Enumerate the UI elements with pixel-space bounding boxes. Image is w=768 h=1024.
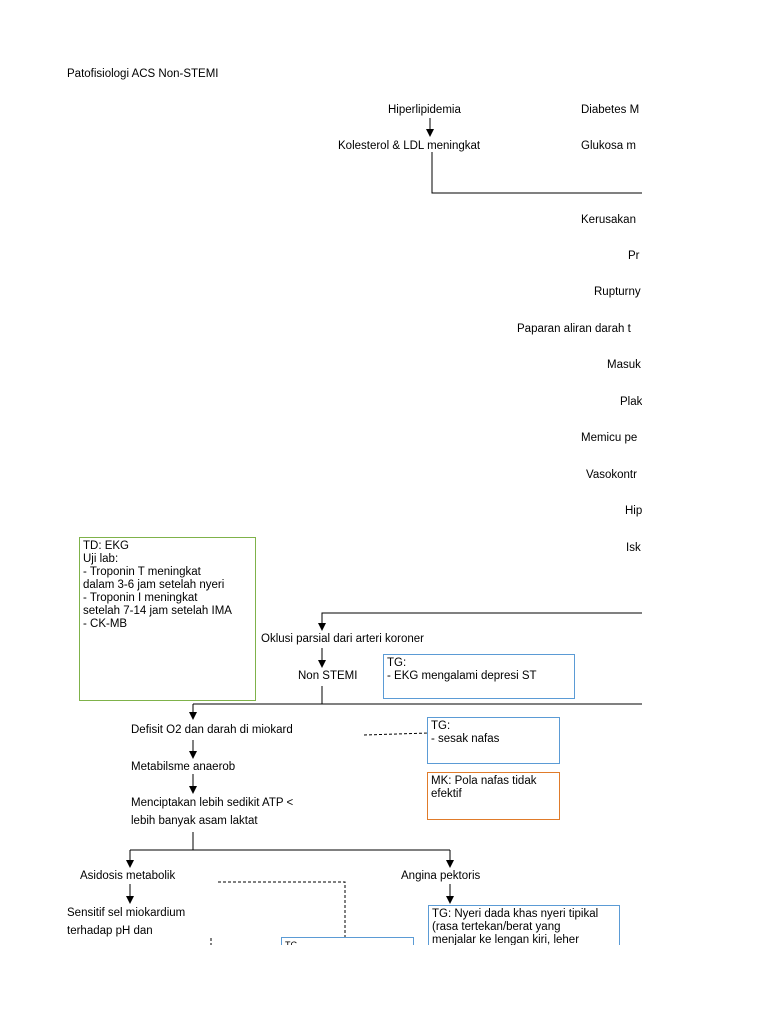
node-atp-line1: Menciptakan lebih sedikit ATP < [131,797,294,809]
node-isk: Isk [626,542,641,554]
box-td-line: - Troponin I meningkat [83,592,198,604]
box-tg-sesak-line: TG: [431,720,451,732]
node-hiperlipidemia: Hiperlipidemia [388,104,461,116]
box-td-line: TD: EKG [83,540,130,552]
box-tg-sesak-line: - sesak nafas [431,733,500,745]
node-kerusakan: Kerusakan [581,214,636,226]
node-angina: Angina pektoris [401,870,481,882]
box-tg-ekg-line: - EKG mengalami depresi ST [387,670,537,682]
connector-lines [126,118,642,945]
box-tg-sesak: TG: - sesak nafas [427,717,560,764]
box-td-ekg: TD: EKG Uji lab: - Troponin T meningkat … [79,537,256,701]
box-tg-nyeri-line: menjalar ke lengan kiri, leher [432,934,580,945]
node-vasokontr: Vasokontr [586,469,637,481]
box-tg-bottom: TG [281,937,414,945]
node-diabetes: Diabetes M [581,104,640,116]
dashed-defisit-to-tg-sesak [363,732,430,736]
node-masuk: Masuk [607,359,641,371]
node-rupturny: Rupturny [594,286,641,298]
node-sensitif-line1: Sensitif sel miokardium [67,907,186,919]
node-non-stemi: Non STEMI [298,670,358,682]
node-hip: Hip [625,505,642,517]
node-defisit: Defisit O2 dan darah di miokard [131,724,293,736]
node-glukosa: Glukosa m [581,140,636,152]
line-kolesterol-to-merge [431,152,642,194]
dashed-asidosis-to-tg-bottom [218,881,346,938]
node-pr: Pr [628,250,640,262]
box-mk-line: efektif [431,788,462,800]
box-tg-nyeri-line: (rasa tertekan/berat yang [432,921,561,933]
node-memicu: Memicu pe [581,432,638,444]
box-td-line: Uji lab: [83,553,119,565]
node-paparan: Paparan aliran darah t [517,323,631,335]
box-td-line: - Troponin T meningkat [83,566,201,578]
node-plak: Plak [620,396,642,408]
line-isk-to-oklusi [318,612,642,631]
node-asidosis: Asidosis metabolik [80,870,176,882]
box-mk-line: MK: Pola nafas tidak [431,775,537,787]
page-title: Patofisiologi ACS Non-STEMI [67,68,219,80]
box-tg-nyeri-line: TG: Nyeri dada khas nyeri tipikal [432,908,599,920]
box-mk-pola-nafas: MK: Pola nafas tidak efektif [427,772,560,820]
box-tg-ekg: TG: - EKG mengalami depresi ST [383,654,575,699]
node-kolesterol: Kolesterol & LDL meningkat [338,140,481,152]
node-sensitif-line2: terhadap pH dan [67,925,153,937]
box-tg-nyeri: TG: Nyeri dada khas nyeri tipikal (rasa … [428,905,620,945]
node-atp-line2: lebih banyak asam laktat [131,815,258,827]
node-oklusi: Oklusi parsial dari arteri koroner [261,633,424,645]
node-metabolisme: Metabilsme anaerob [131,761,236,773]
box-tg-ekg-line: TG: [387,657,407,669]
box-td-line: dalam 3-6 jam setelah nyeri [83,579,225,591]
box-td-line: setelah 7-14 jam setelah IMA [83,605,232,617]
diagram-viewport: Patofisiologi ACS Non-STEMI Hiperlipidem… [67,68,642,945]
box-td-line: - CK-MB [83,618,128,630]
box-tg-bottom-line: TG [285,940,298,945]
